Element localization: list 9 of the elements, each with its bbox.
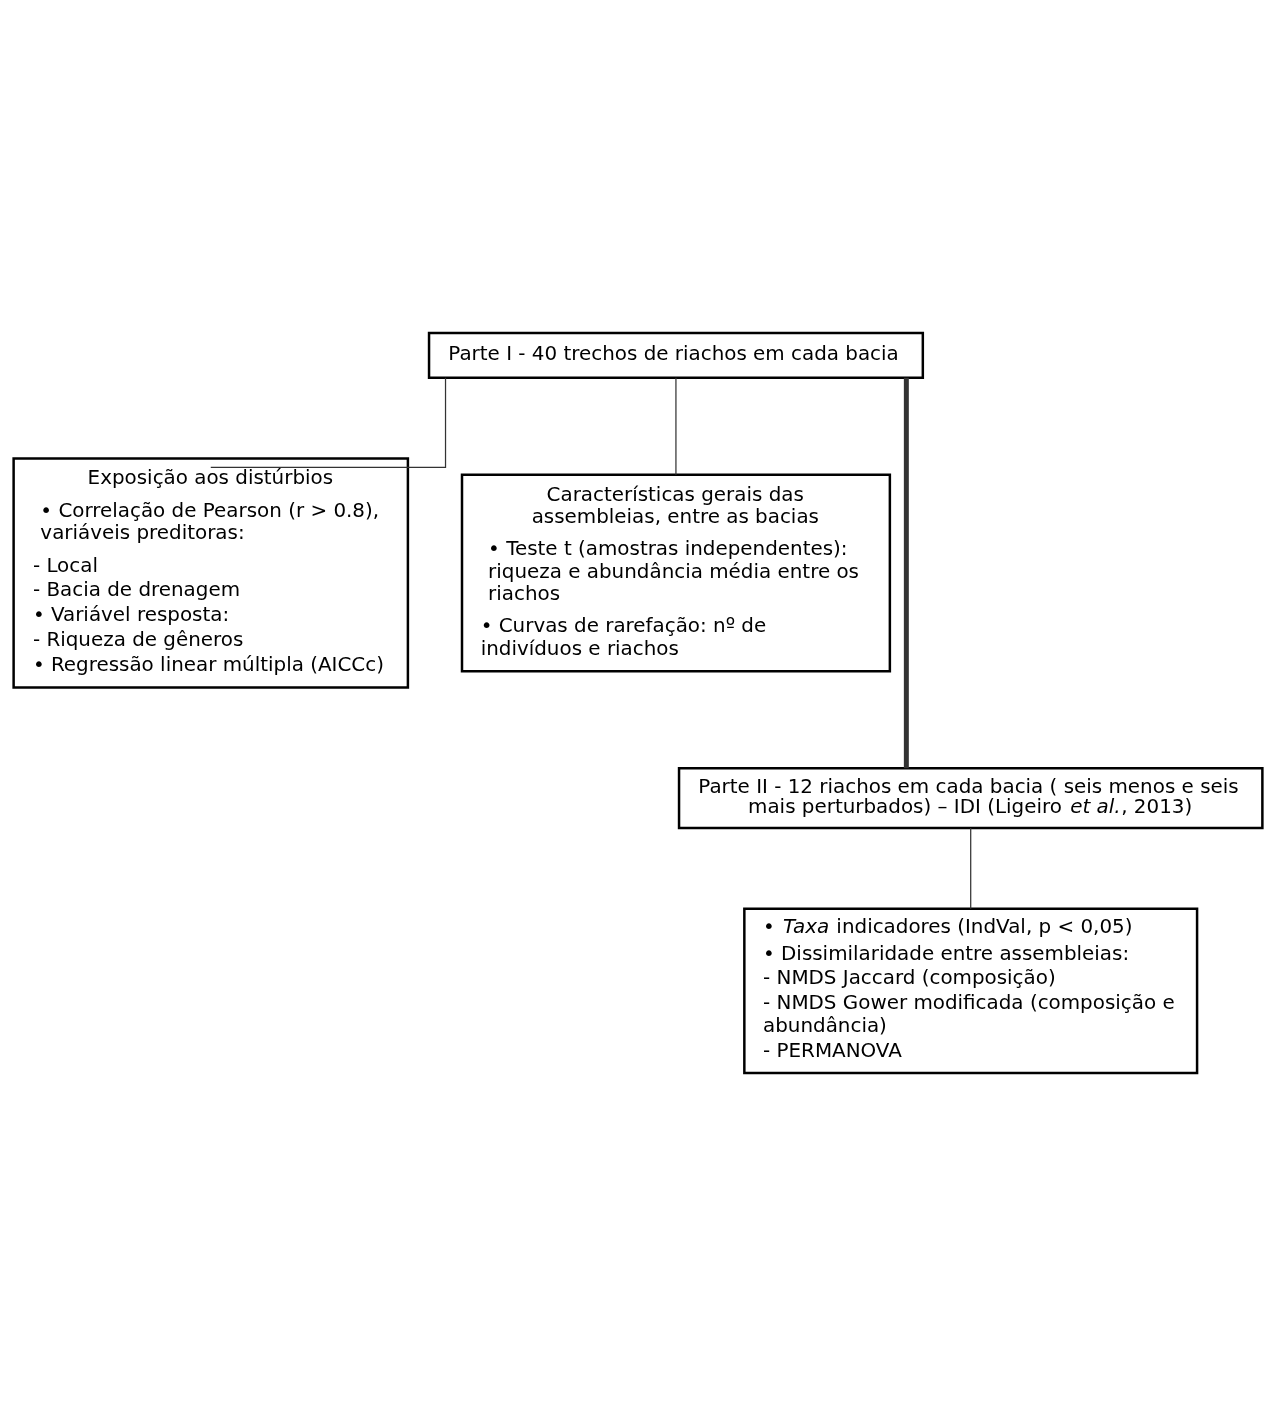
node-box: Parte I - 40 trechos de riachos em cada bacia <box>427 331 925 379</box>
node-box: Características gerais das assembleias, entre as bacias • Teste t (amostras independentes): riqueza e abundância média entre os riachos • Curvas de rarefação: nº de indivíduos e riachos <box>460 473 892 673</box>
connector <box>675 376 677 475</box>
connector <box>970 826 972 909</box>
connector <box>903 377 909 768</box>
node-box: • Taxa indicadores (IndVal, p < 0,05) • Dissimilaridade entre assembleias: - NMDS Jaccard (composição) - NMDS Gower modificada (composição e abundância) - PERMANOVA <box>743 907 1199 1074</box>
node-box: Exposição aos distúrbios • Correlação de Pearson (r > 0.8), variáveis preditoras: - Local - Bacia de drenagem • Variável resposta: - Riqueza de gêneros • Regressão linear múltipla (AICCc) <box>12 456 410 689</box>
node-box: Parte II - 12 riachos em cada bacia ( seis menos e seis mais perturbados) – IDI (Ligeiro et al., 2013) <box>677 766 1264 829</box>
connector <box>210 376 447 468</box>
